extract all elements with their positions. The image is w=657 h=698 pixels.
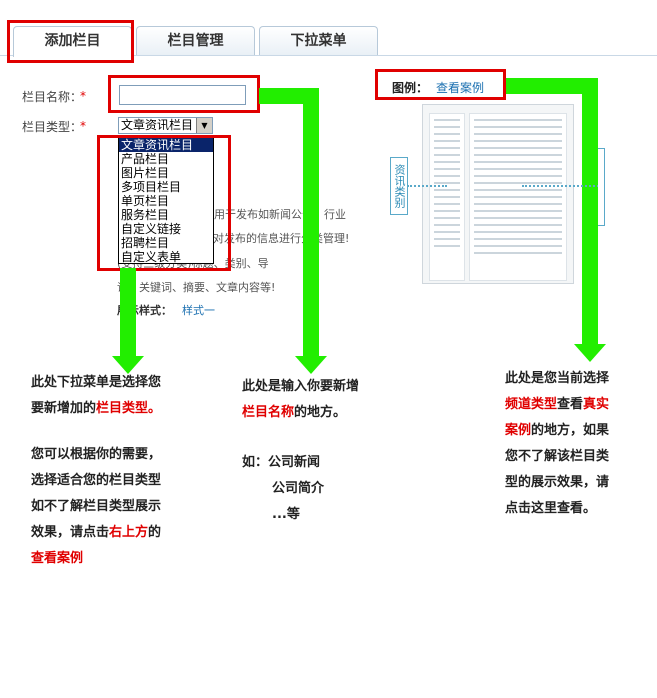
select-value: 文章资讯栏目 bbox=[121, 118, 194, 132]
column-name-input[interactable] bbox=[119, 85, 246, 105]
column-type-select[interactable]: 文章资讯栏目 ▼ bbox=[118, 117, 213, 134]
dropdown-option[interactable]: 自定义链接 bbox=[121, 222, 182, 236]
tab-add-column[interactable]: 添加栏目 bbox=[13, 26, 132, 57]
example-label: 图例： bbox=[392, 81, 429, 95]
highlight-dropdown bbox=[97, 135, 231, 271]
dropdown-option[interactable]: 招聘栏目 bbox=[121, 236, 170, 250]
chevron-down-icon[interactable]: ▼ bbox=[196, 118, 212, 133]
desc-line-2: 对发布的信息进行分类管理! bbox=[213, 232, 350, 245]
required-mark: * bbox=[80, 89, 86, 103]
dropdown-option[interactable]: 文章资讯栏目 bbox=[119, 138, 213, 152]
dropdown-option[interactable]: 产品栏目 bbox=[121, 152, 170, 166]
dropdown-option[interactable]: 多项目栏目 bbox=[121, 180, 182, 194]
dropdown-option[interactable]: 图片栏目 bbox=[121, 166, 170, 180]
note-dropdown: 此处下拉菜单是选择您 要新增加的栏目类型。 您可以根据你的需要， 选择适合您的栏… bbox=[31, 375, 162, 566]
dropdown-option[interactable]: 服务栏目 bbox=[121, 208, 170, 222]
preview-column-right bbox=[469, 113, 567, 281]
arrow-down-icon bbox=[112, 356, 144, 374]
example-preview-image[interactable] bbox=[422, 104, 574, 284]
preview-column-left bbox=[429, 113, 465, 281]
highlight-name-input bbox=[108, 75, 260, 113]
tab-bar-divider bbox=[0, 55, 657, 56]
column-name-label: 栏目名称： bbox=[22, 90, 83, 104]
display-style-link[interactable]: 样式一 bbox=[182, 304, 215, 317]
arrow-down-icon bbox=[574, 344, 606, 362]
category-side-label: 资讯类别 bbox=[390, 157, 408, 215]
arrow-shaft bbox=[120, 268, 136, 358]
dotted-connector bbox=[407, 185, 447, 187]
column-type-label: 栏目类型： bbox=[22, 120, 83, 134]
arrow-shaft bbox=[303, 88, 319, 358]
desc-line-4: 语、关键词、摘要、文章内容等! bbox=[117, 281, 276, 294]
dropdown-option[interactable]: 自定义表单 bbox=[121, 250, 182, 264]
highlight-example-link bbox=[375, 69, 506, 100]
preview-side-tab bbox=[598, 148, 605, 226]
highlight-active-tab bbox=[7, 20, 134, 63]
arrow-shaft bbox=[582, 78, 598, 346]
note-example: 此处是您当前选择 频道类型查看真实 案例的地方，如果 您不了解该栏目类 型的展示… bbox=[505, 371, 610, 516]
dropdown-option[interactable]: 单页栏目 bbox=[121, 194, 170, 208]
tab-column-management[interactable]: 栏目管理 bbox=[136, 26, 255, 55]
required-mark: * bbox=[80, 119, 86, 133]
column-type-dropdown[interactable]: 文章资讯栏目 产品栏目 图片栏目 多项目栏目 单页栏目 服务栏目 自定义链接 招… bbox=[118, 137, 214, 264]
tab-dropdown-menu[interactable]: 下拉菜单 bbox=[259, 26, 378, 55]
view-example-link[interactable]: 查看案例 bbox=[436, 81, 485, 95]
note-name-input: 此处是输入你要新增 栏目名称的地方。 如：公司新闻 公司简介 ...等 bbox=[242, 379, 360, 522]
dotted-connector bbox=[522, 185, 602, 187]
arrow-shaft bbox=[506, 78, 598, 94]
arrow-down-icon bbox=[295, 356, 327, 374]
